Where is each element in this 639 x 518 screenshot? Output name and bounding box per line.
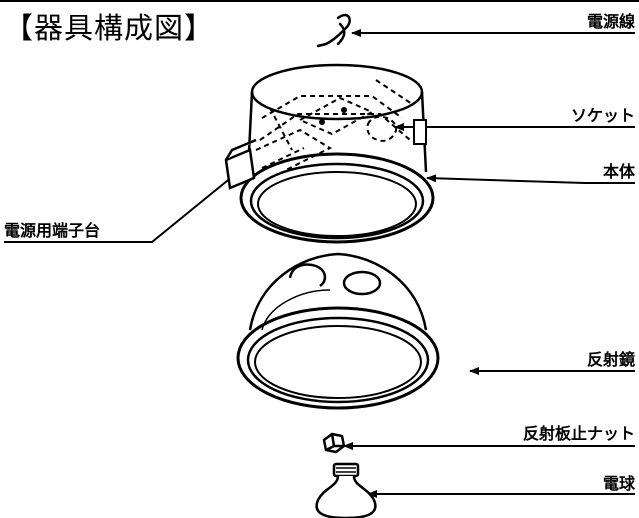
- reflector-nut-drawing: [322, 432, 346, 454]
- main-body-drawing: [239, 63, 435, 244]
- diagram-title: 【器具構成図】: [4, 11, 215, 45]
- label-terminal-block: 電源用端子台: [4, 221, 101, 240]
- label-body: 本体: [602, 162, 635, 181]
- leader-terminal-block: [4, 171, 239, 243]
- label-reflector: 反射鏡: [586, 350, 635, 369]
- label-socket: ソケット: [570, 106, 635, 125]
- leader-body: [426, 174, 635, 184]
- label-power-cord: 電源線: [586, 12, 635, 31]
- top-border: [0, 0, 639, 2]
- terminal-block-drawing: [224, 138, 257, 190]
- leader-lines: [4, 29, 635, 498]
- bulb-drawing: [315, 462, 377, 518]
- power-cord-drawing: [316, 13, 351, 48]
- label-reflector-nut: 反射板止ナット: [522, 424, 635, 443]
- reflector-drawing: [236, 252, 440, 410]
- label-bulb: 電球: [602, 474, 635, 493]
